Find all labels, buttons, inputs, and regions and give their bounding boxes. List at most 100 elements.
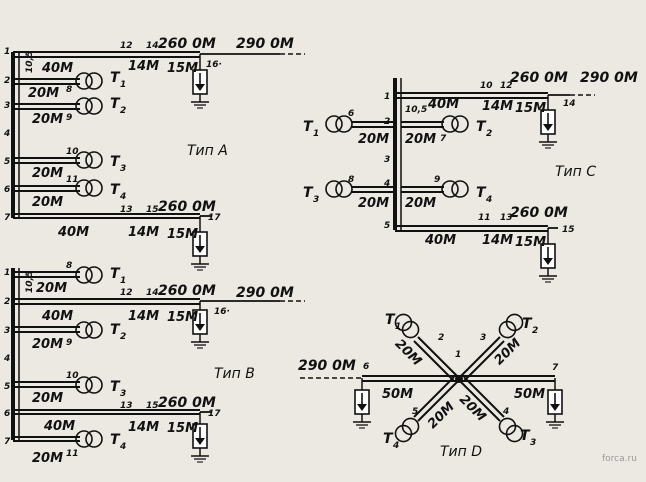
svg-text:20М: 20М <box>392 337 425 370</box>
svg-text:15М: 15М <box>167 61 198 76</box>
svg-text:40М: 40М <box>57 225 89 240</box>
svg-text:2: 2 <box>384 117 390 127</box>
transformer-t1-icon <box>75 266 103 284</box>
svg-text:15М: 15М <box>167 227 198 242</box>
svg-text:1: 1 <box>384 92 390 102</box>
watermark: forca.ru <box>602 454 637 464</box>
svg-text:T: T <box>110 379 121 395</box>
svg-text:2: 2 <box>4 297 10 307</box>
ground-icon <box>352 413 372 429</box>
svg-text:T: T <box>110 182 121 198</box>
transformer-t3-icon <box>75 151 103 169</box>
svg-text:260 0М: 260 0М <box>510 70 568 86</box>
svg-text:11: 11 <box>478 213 491 223</box>
svg-text:20М: 20М <box>32 166 63 181</box>
transformer-t1-icon <box>75 72 103 90</box>
svg-text:T: T <box>303 119 314 135</box>
svg-text:260 0М: 260 0М <box>158 283 216 299</box>
svg-text:6: 6 <box>363 362 369 372</box>
svg-text:Тип С: Тип С <box>555 164 596 180</box>
svg-text:T: T <box>476 119 487 135</box>
svg-text:3: 3 <box>384 155 390 165</box>
svg-text:20М: 20М <box>405 132 436 147</box>
surge-arrester-icon <box>547 389 563 415</box>
svg-text:7: 7 <box>4 213 11 223</box>
svg-text:1: 1 <box>4 47 10 57</box>
svg-text:4: 4 <box>3 129 10 139</box>
svg-text:14М: 14М <box>128 59 159 74</box>
svg-text:9: 9 <box>66 113 72 123</box>
svg-text:290 0М: 290 0М <box>298 358 356 374</box>
svg-text:3: 3 <box>4 326 10 336</box>
svg-text:T: T <box>110 266 121 282</box>
svg-text:7: 7 <box>552 363 559 373</box>
svg-text:9: 9 <box>434 175 440 185</box>
svg-text:Тип В: Тип В <box>214 366 255 382</box>
svg-text:20М: 20М <box>32 112 63 127</box>
svg-text:260 0М: 260 0М <box>158 199 216 215</box>
svg-text:5: 5 <box>412 407 418 417</box>
svg-text:6: 6 <box>4 409 10 419</box>
svg-text:3: 3 <box>313 195 319 205</box>
svg-text:14М: 14М <box>128 420 159 435</box>
svg-text:13: 13 <box>500 213 513 223</box>
svg-text:3: 3 <box>120 389 126 399</box>
svg-text:T: T <box>110 322 121 338</box>
svg-text:T: T <box>110 96 121 112</box>
svg-text:10,5: 10,5 <box>25 271 35 293</box>
svg-text:13: 13 <box>120 205 133 215</box>
svg-text:5: 5 <box>4 382 10 392</box>
transformer-t4-icon <box>441 180 469 198</box>
svg-text:4: 4 <box>3 354 10 364</box>
svg-text:5: 5 <box>4 157 10 167</box>
svg-text:260 0М: 260 0М <box>158 36 216 52</box>
svg-text:260 0М: 260 0М <box>158 395 216 411</box>
svg-text:40М: 40М <box>424 233 456 248</box>
type-d-labels: T 1 T 2 2 3 20М 20М 1 290 0М 6 7 50М 50М… <box>298 312 559 460</box>
svg-text:T: T <box>110 154 121 170</box>
ground-icon <box>190 93 210 109</box>
svg-text:15М: 15М <box>515 101 546 116</box>
svg-text:15М: 15М <box>515 235 546 250</box>
svg-text:14М: 14М <box>128 309 159 324</box>
ground-icon <box>190 447 210 463</box>
svg-text:15: 15 <box>146 205 159 215</box>
svg-text:14: 14 <box>146 288 159 298</box>
ground-icon <box>545 413 565 429</box>
svg-text:Тип А: Тип А <box>187 143 228 159</box>
svg-text:3: 3 <box>530 438 536 448</box>
svg-text:3: 3 <box>4 101 10 111</box>
svg-text:4: 4 <box>485 195 492 205</box>
type-b-labels: 1 2 3 4 5 6 7 10,5 8 20М T 1 12 14 260 0… <box>3 261 294 466</box>
svg-text:17: 17 <box>208 409 221 419</box>
svg-text:260 0М: 260 0М <box>510 205 568 221</box>
svg-text:2: 2 <box>4 76 10 86</box>
svg-text:1: 1 <box>313 129 319 139</box>
svg-text:15: 15 <box>146 401 159 411</box>
svg-text:20М: 20М <box>358 196 389 211</box>
svg-text:1: 1 <box>4 268 10 278</box>
svg-text:10,5: 10,5 <box>25 51 35 73</box>
svg-text:T: T <box>303 185 314 201</box>
transformer-t2-icon <box>441 115 469 133</box>
svg-text:2: 2 <box>120 106 126 116</box>
transformer-t4-icon <box>75 179 103 197</box>
ground-icon <box>538 133 558 149</box>
svg-text:290 0М: 290 0М <box>236 285 294 301</box>
type-d-scheme <box>300 336 556 422</box>
transformer-t3-icon <box>75 376 103 394</box>
svg-text:14: 14 <box>146 41 159 51</box>
transformer-t2-icon <box>75 321 103 339</box>
svg-text:2: 2 <box>486 129 492 139</box>
type-c-scheme <box>352 78 595 244</box>
svg-text:20М: 20М <box>32 337 63 352</box>
svg-text:8: 8 <box>66 261 72 271</box>
svg-text:1: 1 <box>120 276 126 286</box>
svg-text:50М: 50М <box>514 387 545 402</box>
svg-text:T: T <box>110 432 121 448</box>
svg-text:20М: 20М <box>36 281 67 296</box>
svg-text:7: 7 <box>4 437 11 447</box>
svg-text:20М: 20М <box>28 86 59 101</box>
